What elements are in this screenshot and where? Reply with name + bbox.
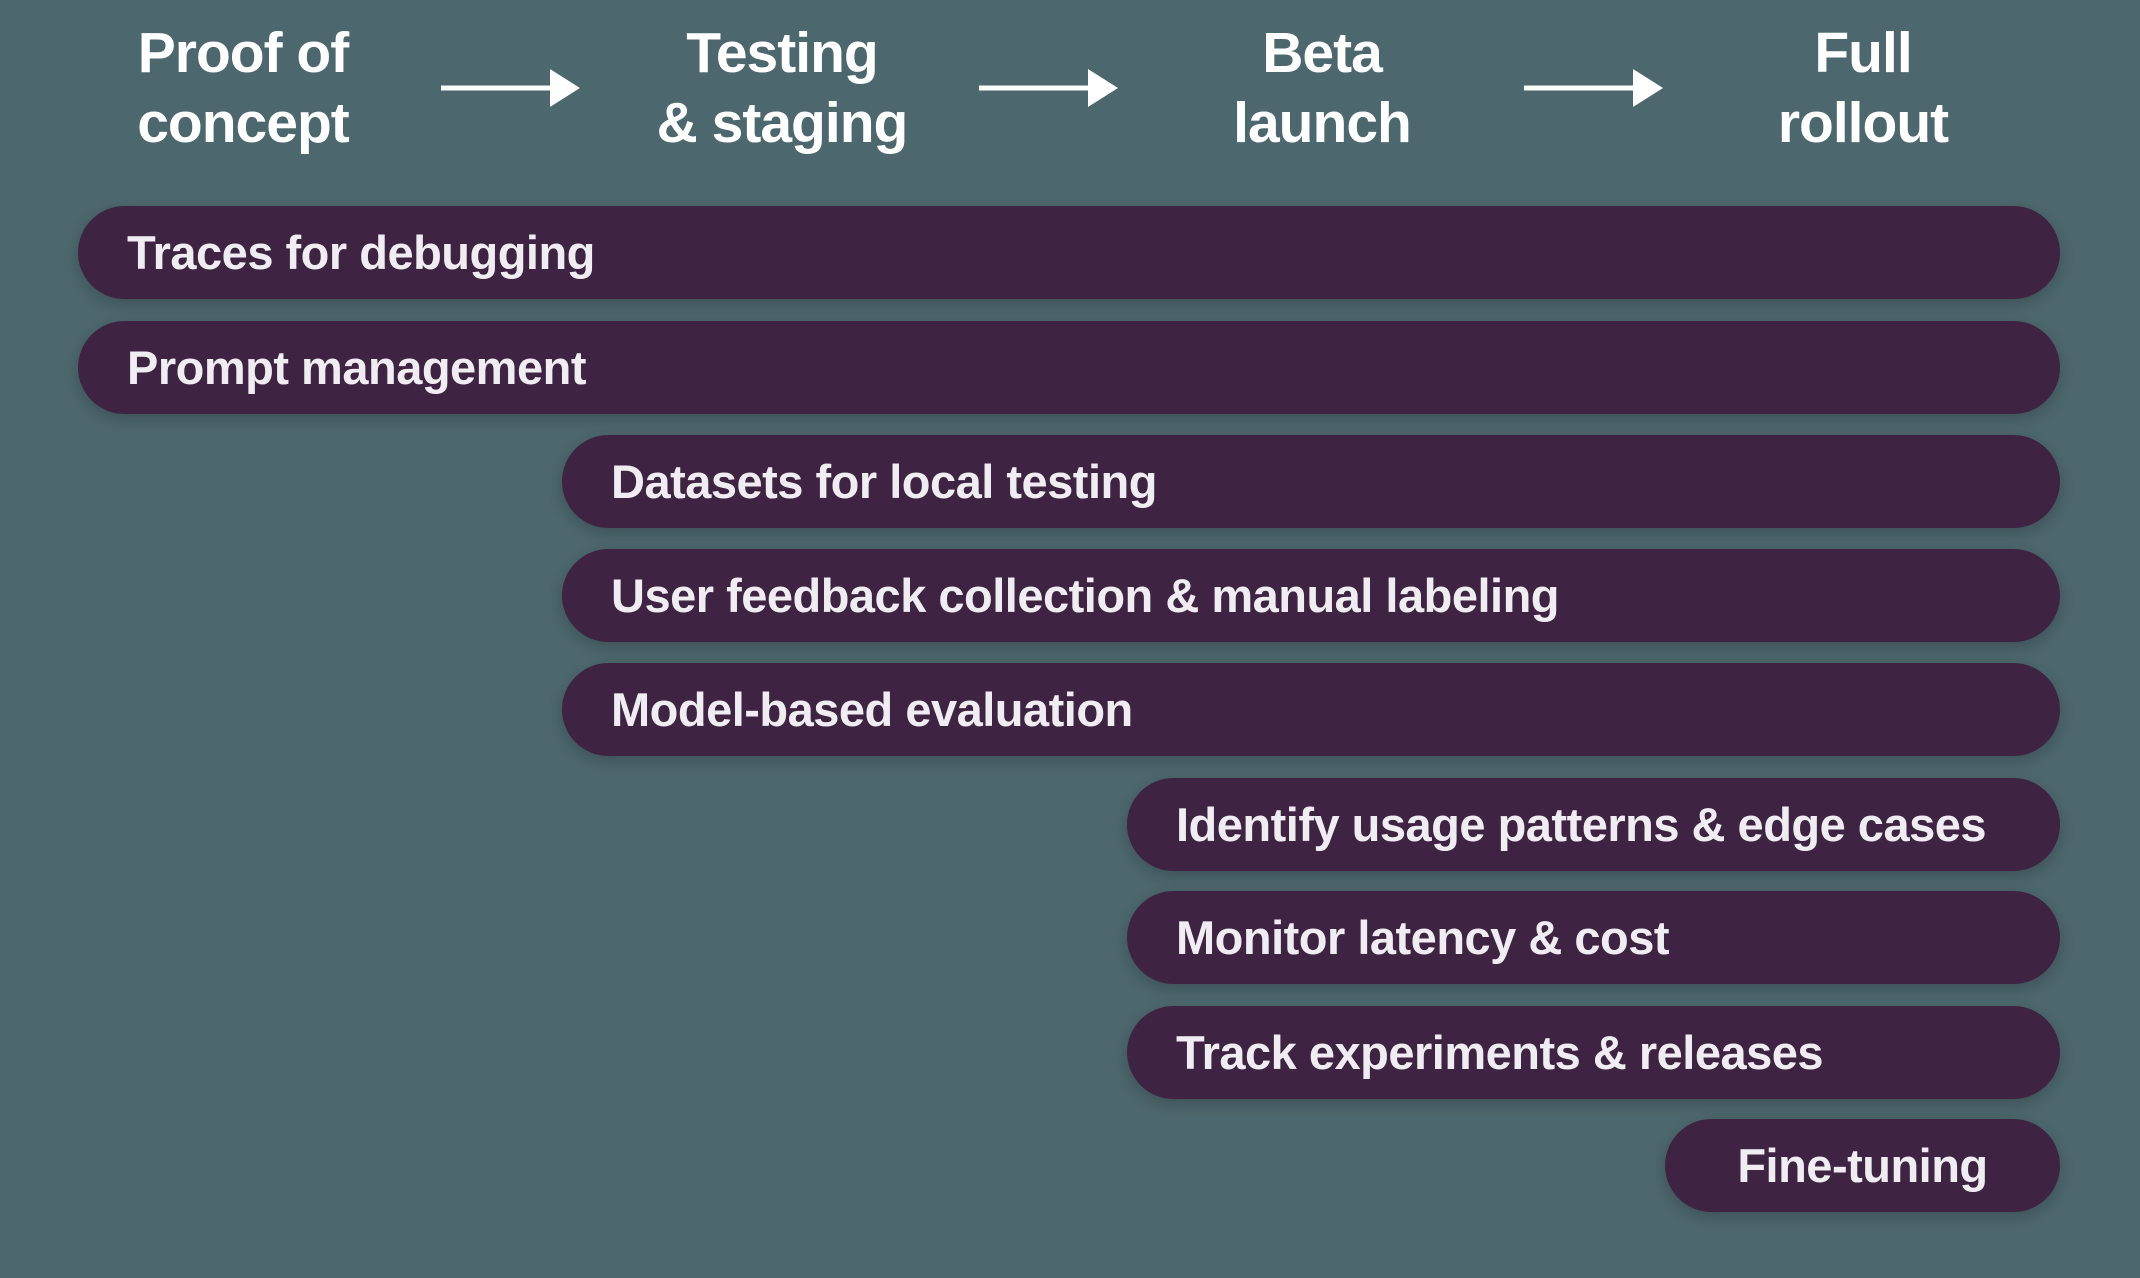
stage-full-rollout: Full rollout [1777, 21, 1949, 155]
stage-beta-launch: Beta launch [1233, 21, 1412, 155]
bar-track-experiments-releases: Track experiments & releases [1127, 1006, 2060, 1099]
bar-user-feedback-collection: User feedback collection & manual labeli… [562, 549, 2060, 642]
bar-label: User feedback collection & manual labeli… [611, 569, 1560, 622]
stage-proof-of-concept: Proof of concept [137, 21, 350, 155]
bar-label: Monitor latency & cost [1176, 911, 1670, 964]
bar-label: Traces for debugging [127, 226, 595, 279]
bar-prompt-management: Prompt management [78, 321, 2060, 414]
bar-monitor-latency-cost: Monitor latency & cost [1127, 891, 2060, 984]
bar-label: Track experiments & releases [1176, 1026, 1824, 1079]
bar-fine-tuning: Fine-tuning [1665, 1119, 2060, 1212]
bar-label: Identify usage patterns & edge cases [1176, 798, 1987, 851]
bar-model-based-evaluation: Model-based evaluation [562, 663, 2060, 756]
bar-label: Model-based evaluation [611, 683, 1133, 736]
bar-traces-for-debugging: Traces for debugging [78, 206, 2060, 299]
bar-label: Prompt management [127, 341, 586, 394]
arrow-right-icon [1524, 69, 1663, 107]
stage-testing-staging: Testing & staging [656, 21, 909, 155]
arrow-right-icon [441, 69, 580, 107]
bar-label: Datasets for local testing [611, 455, 1157, 508]
bar-datasets-for-local-testing: Datasets for local testing [562, 435, 2060, 528]
arrow-right-icon [979, 69, 1118, 107]
bar-identify-usage-patterns: Identify usage patterns & edge cases [1127, 778, 2060, 871]
bar-label: Fine-tuning [1737, 1139, 1988, 1192]
